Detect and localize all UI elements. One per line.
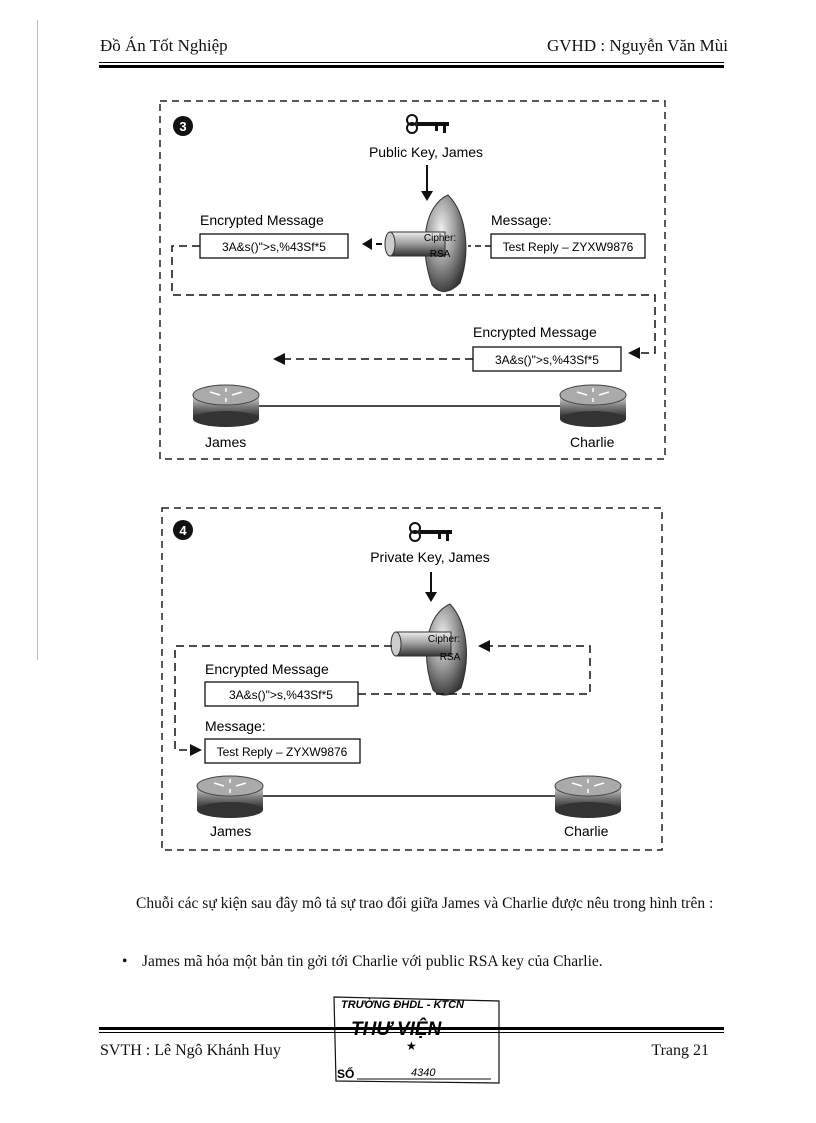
router-label-charlie: Charlie	[570, 434, 615, 450]
encrypted-label-2: Encrypted Message	[473, 324, 597, 340]
encrypted-box-2: 3A&s()">s,%43Sf*5	[495, 353, 599, 367]
header-title: Đồ Án Tốt Nghiệp	[100, 36, 228, 55]
message-box: Test Reply – ZYXW9876	[503, 240, 634, 254]
cipher-label: Cipher:	[424, 233, 456, 244]
stamp-line1: TRƯỜNG ĐHDL - KTCN	[341, 998, 465, 1011]
step-number-3: 3	[179, 119, 186, 134]
encrypted-box: 3A&s()">s,%43Sf*5	[222, 240, 326, 254]
key-icon	[406, 114, 449, 134]
encrypted-label: Encrypted Message	[200, 212, 324, 228]
svg-text:★: ★	[406, 1039, 417, 1053]
figure-3: 3 Public Key, James Cipher: RSA Encrypte…	[159, 100, 666, 460]
cipher-algo: RSA	[430, 249, 451, 260]
step-badge-3	[173, 116, 193, 136]
key-label: Public Key, James	[369, 144, 483, 160]
router-icon-charlie	[554, 775, 622, 818]
footer-page-number: Trang 21	[651, 1042, 709, 1059]
header-rule-thin	[99, 62, 724, 63]
library-stamp: TRƯỜNG ĐHDL - KTCN THƯ VIỆN ★ SỐ 4340	[333, 996, 500, 1084]
figure-4-frame	[161, 507, 663, 851]
header-rule-thick	[99, 65, 724, 68]
cipher-icon: Cipher: RSA	[390, 603, 467, 696]
bullet-item: James mã hóa một bản tin gởi tới Charlie…	[142, 953, 603, 970]
router-icon-charlie	[559, 384, 627, 427]
encrypted-label: Encrypted Message	[205, 661, 329, 677]
message-label: Message:	[491, 212, 552, 228]
key-label: Private Key, James	[370, 549, 490, 565]
encrypted-box: 3A&s()">s,%43Sf*5	[229, 688, 333, 702]
footer-rule-thin	[99, 1032, 724, 1033]
step-badge-4	[173, 520, 193, 540]
cipher-label: Cipher:	[428, 634, 460, 645]
cipher-algo: RSA	[440, 652, 461, 663]
left-margin-line	[37, 20, 38, 660]
figure-3-frame	[159, 100, 666, 460]
bullet-marker: •	[122, 953, 128, 970]
stamp-number: 4340	[411, 1067, 436, 1079]
key-icon	[409, 522, 452, 542]
stamp-line3: SỐ	[337, 1066, 354, 1081]
footer-student: SVTH : Lê Ngô Khánh Huy	[100, 1042, 281, 1059]
cipher-icon: Cipher: RSA	[384, 194, 467, 292]
figure-4: 4 Private Key, James Cipher: RSA Encrypt…	[161, 507, 663, 851]
message-box: Test Reply – ZYXW9876	[217, 745, 348, 759]
step-number-4: 4	[179, 523, 187, 538]
header-advisor: GVHD : Nguyễn Văn Mùi	[546, 36, 728, 55]
router-icon-james	[196, 775, 264, 818]
body-paragraph: Chuỗi các sự kiện sau đây mô tả sự trao …	[136, 895, 714, 912]
footer-rule-thick	[99, 1027, 724, 1030]
router-label-charlie: Charlie	[564, 823, 609, 839]
router-label-james: James	[210, 823, 251, 839]
router-label-james: James	[205, 434, 246, 450]
message-label: Message:	[205, 718, 266, 734]
router-icon-james	[192, 384, 260, 427]
